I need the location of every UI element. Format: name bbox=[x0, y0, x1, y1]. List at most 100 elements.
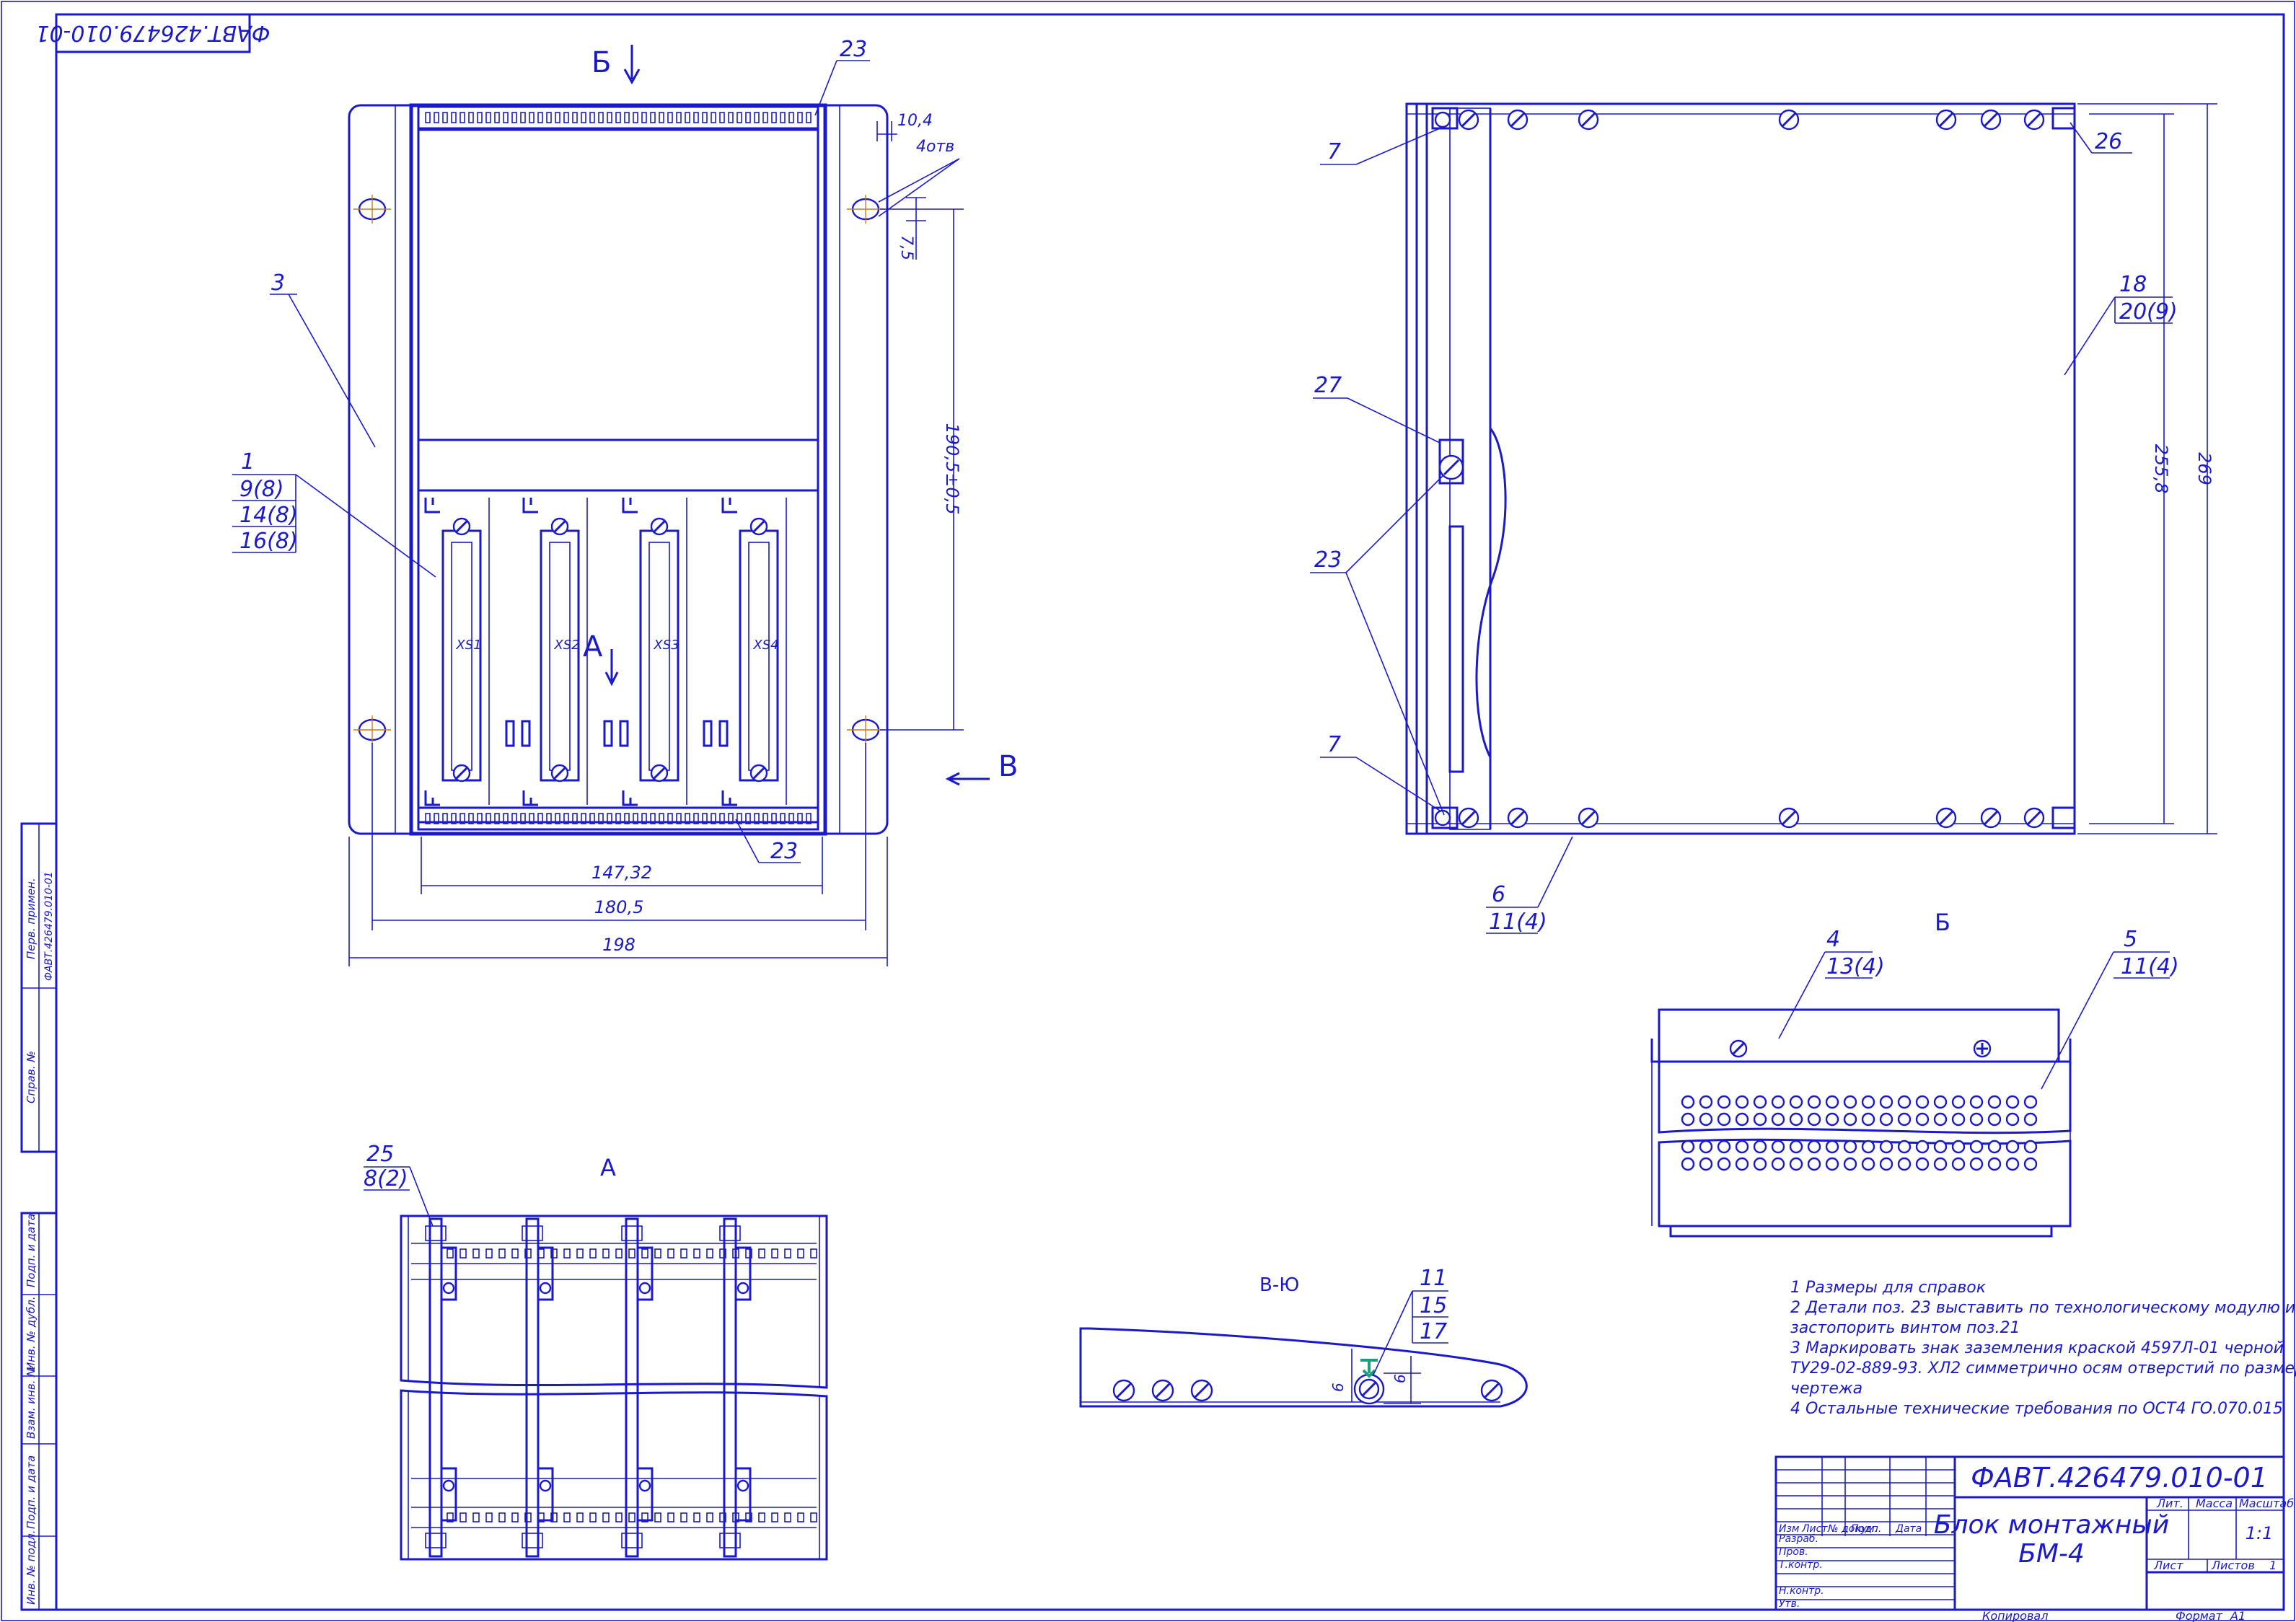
connector-body bbox=[639, 529, 679, 782]
terminal-pin bbox=[537, 813, 543, 824]
terminal-pin bbox=[451, 813, 457, 824]
dim-4-holes: 4отв bbox=[916, 138, 954, 156]
pin-hole bbox=[1915, 1112, 1930, 1127]
terminal-pin bbox=[511, 813, 517, 824]
pin-hole bbox=[1699, 1112, 1713, 1127]
pin-hole bbox=[1735, 1095, 1749, 1109]
terminal-pin bbox=[589, 813, 595, 824]
callout-18: 18 bbox=[2119, 272, 2147, 297]
strip-pin bbox=[797, 1512, 804, 1522]
callout-27: 27 bbox=[1314, 373, 1342, 398]
strip-pin bbox=[745, 1512, 752, 1522]
pin-hole bbox=[2005, 1112, 2020, 1127]
pin-hole bbox=[2005, 1095, 2020, 1109]
pin-hole bbox=[1699, 1140, 1713, 1154]
strip-pin bbox=[745, 1248, 752, 1259]
rail-clip bbox=[719, 1533, 741, 1548]
mirrored-doc-number: ФАВТ.426479.010-01 bbox=[35, 20, 270, 45]
terminal-pin bbox=[754, 112, 760, 123]
strip-pin bbox=[550, 1248, 558, 1259]
pin-hole bbox=[2023, 1140, 2038, 1154]
strip-pin bbox=[524, 1248, 532, 1259]
strip-pin bbox=[628, 1512, 635, 1522]
strip-pin bbox=[576, 1512, 584, 1522]
screw-slot bbox=[1461, 810, 1477, 826]
terminal-pin bbox=[771, 813, 777, 824]
terminal-pin bbox=[529, 112, 535, 123]
terminal-pin bbox=[581, 813, 586, 824]
terminal-pin bbox=[641, 813, 647, 824]
stamp-podp-1: Подп. и дата bbox=[25, 1214, 38, 1287]
pin-hole bbox=[1879, 1112, 1893, 1127]
pin-hole bbox=[1879, 1157, 1893, 1171]
strip-pin bbox=[589, 1512, 597, 1522]
stamp-inv-dubl: Инв. № дубл. bbox=[25, 1296, 38, 1370]
pin-hole bbox=[1771, 1095, 1785, 1109]
pin-hole bbox=[1807, 1140, 1821, 1154]
tb-head-cell: Дата bbox=[1895, 1523, 1922, 1535]
strip-pin bbox=[719, 1248, 726, 1259]
screw-slot bbox=[1938, 810, 1954, 826]
arrow-label-a: А bbox=[583, 630, 603, 664]
terminal-pin bbox=[555, 112, 560, 123]
pin-hole bbox=[1825, 1140, 1839, 1154]
terminal-pin bbox=[780, 813, 786, 824]
pin-hole bbox=[1681, 1140, 1695, 1154]
callout-26: 26 bbox=[2095, 129, 2122, 154]
connector-label: XS4 bbox=[752, 638, 778, 653]
guide-clip bbox=[622, 790, 638, 806]
strip-pin bbox=[537, 1248, 545, 1259]
pin-hole bbox=[1753, 1095, 1767, 1109]
terminal-pin bbox=[736, 112, 742, 123]
terminal-pin bbox=[711, 112, 716, 123]
stamp-perv-number: ФАВТ.426479.010-01 bbox=[43, 871, 55, 981]
dim-147: 147,32 bbox=[591, 863, 652, 883]
callout-17: 17 bbox=[1420, 1319, 1447, 1344]
pin-hole bbox=[1933, 1095, 1948, 1109]
guide-clip bbox=[522, 498, 538, 514]
terminal-pin bbox=[581, 112, 586, 123]
tb-head-cell: № докум. bbox=[1827, 1523, 1878, 1535]
strip-pin bbox=[511, 1512, 519, 1522]
view-b: Б 4 13(4) 5 11(4) bbox=[1650, 909, 2179, 1238]
strip-pin bbox=[628, 1248, 635, 1259]
screw-slot bbox=[1510, 810, 1526, 826]
terminal-pin bbox=[667, 813, 673, 824]
terminal-pin bbox=[459, 112, 465, 123]
rail-clip bbox=[522, 1225, 543, 1241]
strip-pin bbox=[771, 1512, 778, 1522]
bottom-terminal-strip bbox=[425, 813, 811, 824]
strip-pin bbox=[732, 1248, 739, 1259]
stamp-vzam: Взам. инв. № bbox=[25, 1365, 38, 1439]
pin-hole bbox=[1717, 1112, 1731, 1127]
terminal-pin bbox=[788, 112, 794, 123]
rail-clip bbox=[522, 1533, 543, 1548]
rail bbox=[723, 1217, 737, 1558]
strip-pin bbox=[459, 1248, 467, 1259]
pin-hole bbox=[1789, 1140, 1803, 1154]
callout-23-bottom: 23 bbox=[770, 839, 798, 864]
pin-hole bbox=[1717, 1140, 1731, 1154]
pin-hole bbox=[1681, 1157, 1695, 1171]
stamp-podp-2: Подп. и дата bbox=[25, 1455, 38, 1529]
callout-1: 1 bbox=[241, 449, 255, 475]
terminal-pin bbox=[745, 813, 751, 824]
screw-slot bbox=[1983, 112, 1999, 128]
callout-20-9: 20(9) bbox=[2119, 299, 2178, 325]
pin-hole bbox=[1933, 1140, 1948, 1154]
pin-hole bbox=[1753, 1112, 1767, 1127]
terminal-pin bbox=[434, 112, 439, 123]
pin-hole bbox=[1951, 1095, 1966, 1109]
note-line-3: застопорить винтом поз.21 bbox=[1790, 1319, 2020, 1337]
view-a: А 25 8(2) bbox=[364, 1142, 828, 1561]
pin-hole bbox=[1843, 1140, 1857, 1154]
rail-clip bbox=[719, 1225, 741, 1241]
rail bbox=[525, 1217, 540, 1558]
terminal-pin bbox=[633, 112, 638, 123]
screw-slot bbox=[652, 519, 667, 534]
strip-pin bbox=[732, 1512, 739, 1522]
terminal-pin bbox=[546, 112, 552, 123]
